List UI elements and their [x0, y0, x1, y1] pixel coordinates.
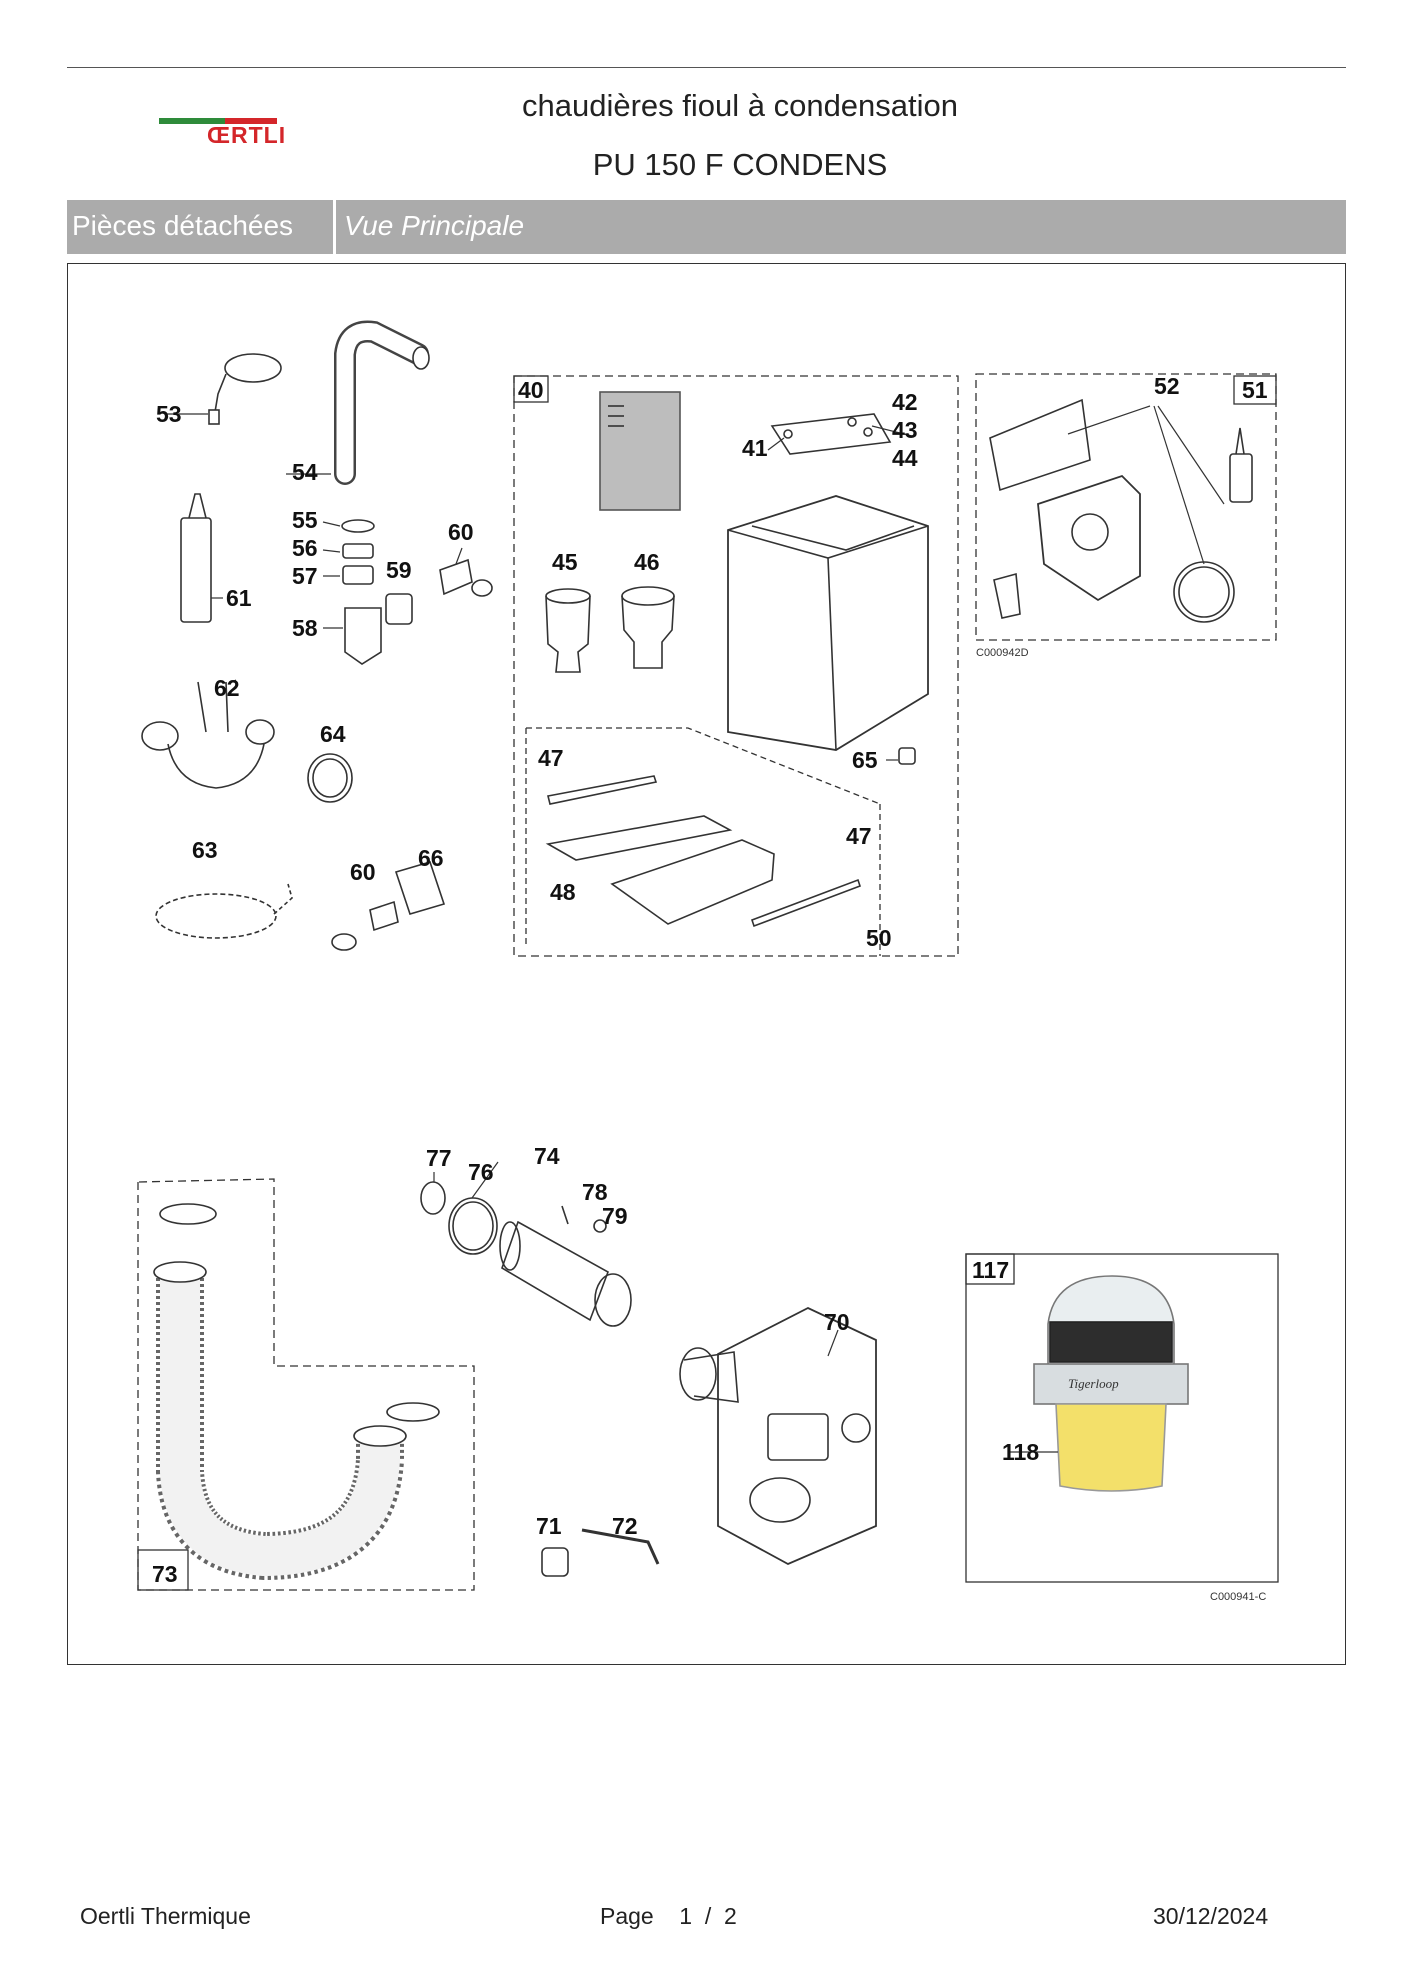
footer-date: 30/12/2024 — [1153, 1903, 1269, 1929]
label-45: 45 — [552, 549, 578, 575]
oertli-logo: ŒRTLI — [159, 112, 309, 152]
footer-company: Oertli Thermique — [80, 1903, 251, 1929]
label-77: 77 — [426, 1145, 452, 1171]
ref-bottom-code: C000941-C — [1210, 1591, 1266, 1603]
label-118: 118 — [1002, 1439, 1039, 1465]
label-50: 50 — [866, 925, 892, 951]
assembly-40-box — [513, 375, 959, 957]
label-64: 64 — [320, 721, 346, 747]
logo-red-bar — [225, 118, 277, 124]
label-63: 63 — [192, 837, 218, 863]
part-71-nozzle — [541, 1547, 569, 1577]
part-61-sealant-tube — [180, 493, 223, 623]
part-62-siphon — [141, 679, 275, 789]
label-60b: 60 — [350, 859, 376, 885]
label-59: 59 — [386, 557, 412, 583]
part-72-allen-key — [581, 1528, 660, 1565]
label-76: 76 — [468, 1159, 494, 1185]
label-56: 56 — [292, 535, 318, 561]
part-63-chain — [155, 883, 293, 939]
part-55-58-fittings — [322, 519, 382, 665]
assembly-74-79-tube — [420, 1161, 632, 1327]
label-72: 72 — [612, 1513, 638, 1539]
label-73: 73 — [152, 1561, 178, 1587]
top-rule — [67, 67, 1346, 68]
section-label: Pièces détachées — [72, 210, 294, 241]
label-43: 43 — [892, 417, 918, 443]
label-61: 61 — [226, 585, 252, 611]
label-53: 53 — [156, 401, 182, 427]
label-47b: 47 — [846, 823, 872, 849]
part-60-valve — [439, 547, 493, 597]
label-51: 51 — [1242, 377, 1268, 403]
label-54: 54 — [292, 459, 318, 485]
label-55: 55 — [292, 507, 318, 533]
label-70: 70 — [824, 1309, 850, 1335]
label-74: 74 — [534, 1143, 560, 1169]
label-57: 57 — [292, 563, 318, 589]
label-52: 52 — [1154, 373, 1180, 399]
section-cell — [67, 200, 336, 254]
exploded-diagram — [137, 320, 1279, 1591]
page-label: Page — [600, 1903, 654, 1929]
label-71: 71 — [536, 1513, 562, 1539]
label-66: 66 — [418, 845, 444, 871]
logo-brand-text: ŒRTLI — [207, 122, 287, 148]
assembly-117-tigerloop-box — [965, 1253, 1279, 1583]
label-47: 47 — [538, 745, 564, 771]
ref-top-code: C000942D — [976, 647, 1029, 659]
logo-green-bar — [159, 118, 225, 124]
view-label: Vue Principale — [344, 210, 525, 241]
label-58: 58 — [292, 615, 318, 641]
part-number-labels: 53 54 55 56 57 58 59 60 61 62 63 64 60 6… — [152, 373, 1268, 1603]
label-62: 62 — [214, 675, 240, 701]
section-band: Pièces détachées Vue Principale — [67, 200, 1346, 254]
label-42: 42 — [892, 389, 918, 415]
assembly-51-52-box — [975, 373, 1277, 641]
part-59-nipple — [385, 593, 413, 625]
part-64-seal-ring — [307, 753, 353, 803]
tigerloop-brand-label: Tigerloop — [1068, 1376, 1119, 1391]
label-44: 44 — [892, 445, 918, 471]
model-title: PU 150 F CONDENS — [592, 147, 888, 182]
label-117: 117 — [972, 1257, 1009, 1283]
label-40: 40 — [518, 377, 544, 403]
document-title: chaudières fioul à condensation — [521, 88, 959, 123]
assembly-73-flex-hose — [137, 1178, 475, 1591]
label-78: 78 — [582, 1179, 608, 1205]
label-65: 65 — [852, 747, 878, 773]
label-48: 48 — [550, 879, 576, 905]
page-current: 1 — [679, 1903, 693, 1929]
exploded-view-frame: 53 54 55 56 57 58 59 60 61 62 63 64 60 6… — [67, 263, 1346, 1665]
page-separator: / — [704, 1903, 712, 1929]
part-54-flue-pipe — [286, 320, 430, 485]
part-60-66-valve-tee — [331, 861, 446, 951]
part-53-sensor-cable — [167, 353, 282, 425]
part-70-burner — [679, 1306, 877, 1565]
page-total: 2 — [724, 1903, 737, 1929]
label-79: 79 — [602, 1203, 628, 1229]
label-46: 46 — [634, 549, 660, 575]
label-41: 41 — [742, 435, 768, 461]
footer-pagination: Page 1 / 2 — [600, 1903, 737, 1930]
label-60: 60 — [448, 519, 474, 545]
